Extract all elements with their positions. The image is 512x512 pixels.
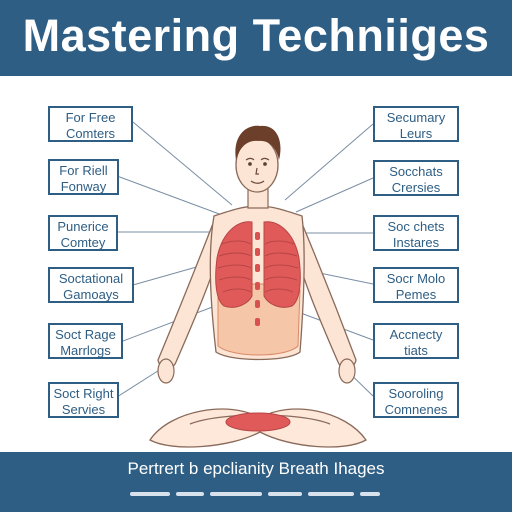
pelvis-muscle-shape <box>225 412 291 432</box>
connector-line <box>132 121 233 206</box>
left-label-1: For Free Comters <box>48 106 133 142</box>
label-line: Comtey <box>60 235 106 250</box>
label-line: Secumary <box>386 110 446 125</box>
right-label-3: Soc chets Instares <box>373 215 459 251</box>
right-label-5: Accnecty tiats <box>373 323 459 359</box>
label-line: Gamoays <box>63 287 119 302</box>
left-hand <box>157 358 175 384</box>
left-label-4: Soctational Gamoays <box>48 267 134 303</box>
label-line: Pemes <box>395 287 437 302</box>
label-line: For Free <box>65 110 116 125</box>
title-banner <box>0 0 512 76</box>
left-label-2: For Riell Fonway <box>48 159 119 195</box>
label-line: tiats <box>404 343 428 358</box>
page-title: Mastering Techniiges <box>22 10 490 61</box>
lung-ribs <box>217 240 299 293</box>
connector-line <box>284 123 374 201</box>
label-line: Marrlogs <box>60 343 111 358</box>
label-line: Soc chets <box>387 219 445 234</box>
label-line: Crersies <box>391 180 441 195</box>
footer-caption: Pertrert b epclianity Breath Ihages <box>127 459 385 478</box>
label-line: Leurs <box>399 126 433 141</box>
left-label-5: Soct Rage Marrlogs <box>48 323 123 359</box>
label-line: Fonway <box>60 179 107 194</box>
label-line: Soctational <box>58 271 124 286</box>
right-label-6: Sooroling Comnenes <box>373 382 459 418</box>
connector-line <box>132 265 201 286</box>
label-line: For Riell <box>59 163 108 178</box>
face-features <box>245 157 270 184</box>
connector-line <box>295 177 374 213</box>
spine-dots <box>255 232 260 326</box>
label-line: Socchats <box>389 164 443 179</box>
right-label-1: Secumary Leurs <box>373 106 459 142</box>
label-line: Servies <box>61 402 106 417</box>
left-label-3: Punerice Comtey <box>48 215 118 251</box>
right-label-4: Socr Molo Pemes <box>373 267 459 303</box>
label-line: Instares <box>392 235 440 250</box>
label-line: Accnecty <box>389 327 443 342</box>
footer-banner <box>0 452 512 512</box>
right-label-2: Socchats Crersies <box>373 160 459 196</box>
label-line: Socr Molo <box>386 271 446 286</box>
label-line: Comnenes <box>384 402 448 417</box>
label-line: Comters <box>65 126 116 141</box>
label-line: Soct Right <box>53 386 114 401</box>
hair <box>235 125 281 160</box>
left-label-6: Soct Right Servies <box>48 382 119 418</box>
footer-decoration <box>130 483 390 496</box>
label-line: Sooroling <box>388 386 444 401</box>
connector-line <box>116 175 223 216</box>
right-hand <box>338 358 356 384</box>
connector-line <box>122 305 216 342</box>
label-line: Punerice <box>57 219 109 234</box>
label-line: Soct Rage <box>55 327 116 342</box>
